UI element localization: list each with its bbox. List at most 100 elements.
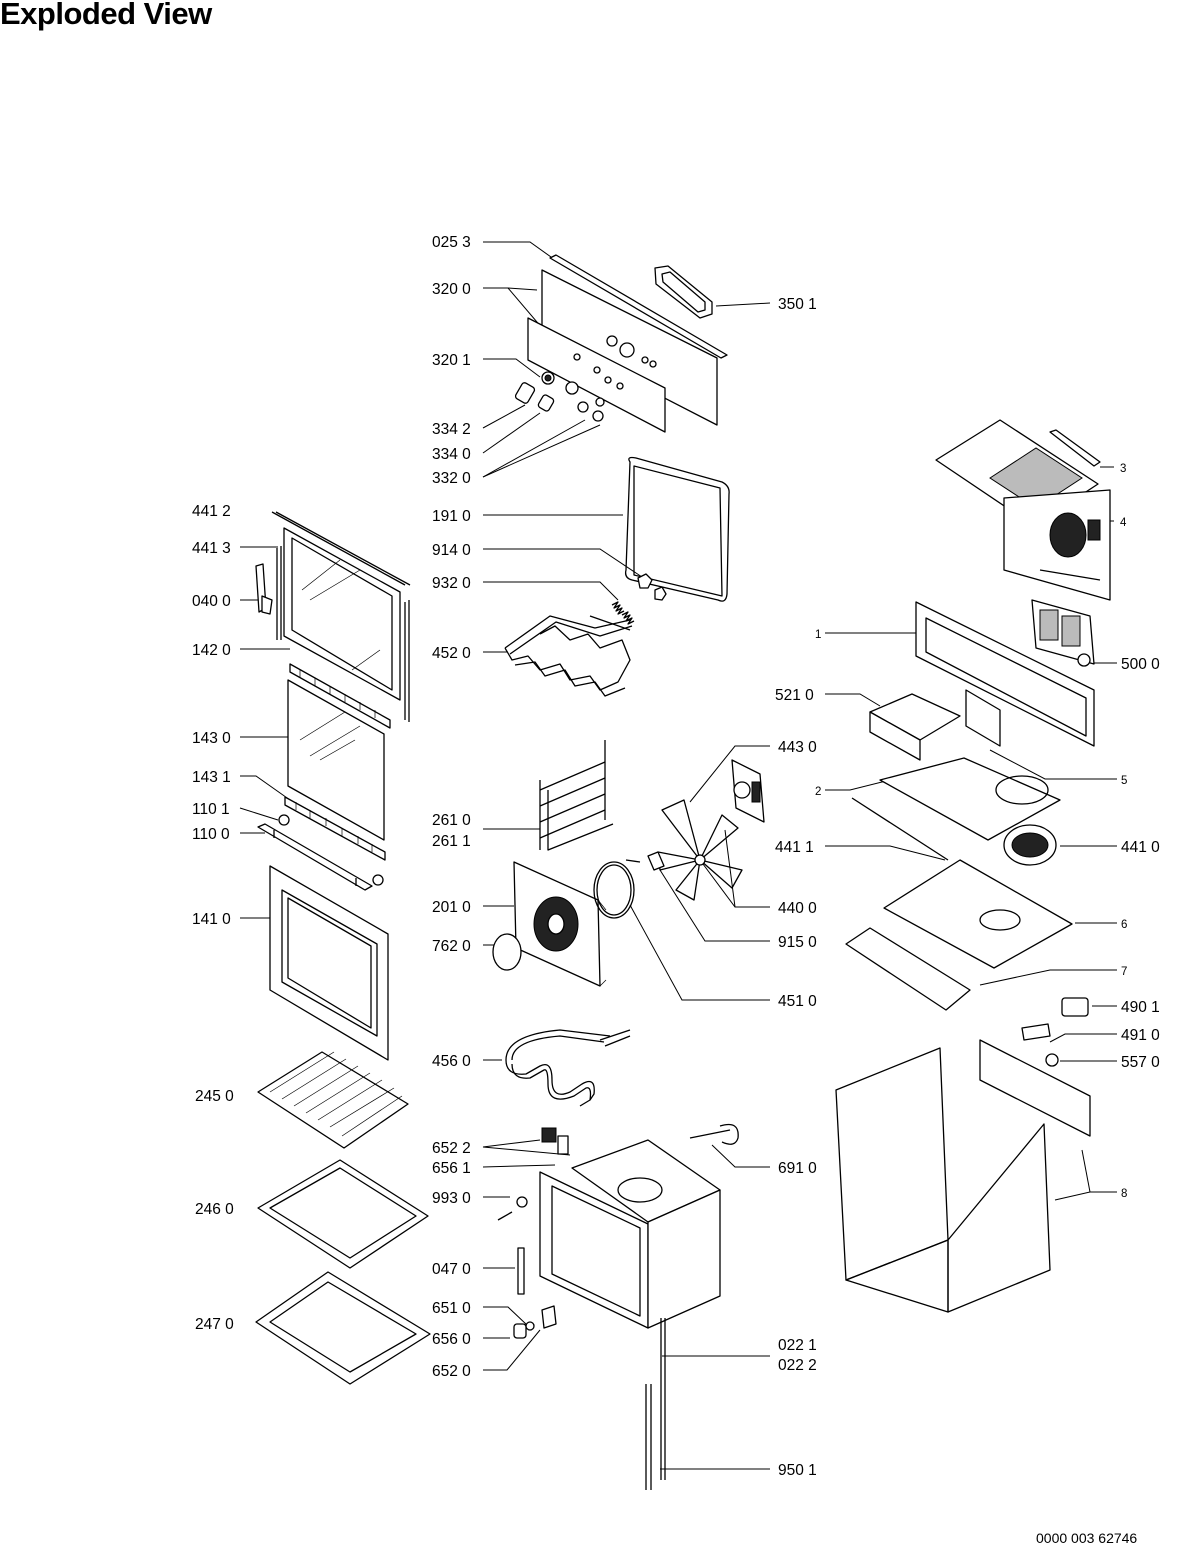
label-440-0: 440 0 — [778, 900, 817, 917]
part-047-0-bracket — [517, 1247, 525, 1295]
label-261-0: 261 0 — [432, 812, 471, 829]
label-914-0: 914 0 — [432, 542, 471, 559]
label-915-0: 915 0 — [778, 934, 817, 951]
label-441-0: 441 0 — [1121, 839, 1160, 856]
part-201-0-fan-cover — [513, 861, 607, 987]
label-141-0: 141 0 — [192, 911, 231, 928]
label-247-0: 247 0 — [195, 1316, 234, 1333]
label-932-0: 932 0 — [432, 575, 471, 592]
label-047-0: 047 0 — [432, 1261, 471, 1278]
part-993-0-screw — [497, 1196, 528, 1221]
part-141-0-outer-door — [269, 865, 389, 1061]
part-261-0-side-rack — [539, 740, 614, 851]
part-441-1-seal — [851, 797, 949, 861]
part-025-3-trim-strip — [549, 254, 728, 359]
part-110-1-washer — [278, 814, 384, 886]
label-500-0: 500 0 — [1121, 656, 1160, 673]
label-443-0: 443 0 — [778, 739, 817, 756]
label-110-0: 110 0 — [192, 826, 230, 843]
label-142-0: 142 0 — [192, 642, 231, 659]
label-490-1: 490 1 — [1121, 999, 1160, 1016]
label-025-3: 025 3 — [432, 234, 471, 251]
label-4: 4 — [1120, 517, 1127, 529]
label-452-0: 452 0 — [432, 645, 471, 662]
label-3: 3 — [1120, 463, 1126, 475]
part-762-0-plate — [492, 933, 522, 971]
part-652-2-thermostat — [541, 1127, 569, 1155]
label-652-2: 652 2 — [432, 1140, 471, 1157]
part-490-1-switch — [1061, 997, 1089, 1017]
page-title: Exploded View — [0, 0, 212, 31]
label-5: 5 — [1121, 775, 1127, 787]
label-656-0: 656 0 — [432, 1331, 471, 1348]
label-456-0: 456 0 — [432, 1053, 471, 1070]
label-040-0: 040 0 — [192, 593, 231, 610]
label-201-0: 201 0 — [432, 899, 471, 916]
label-022-2: 022 2 — [778, 1357, 817, 1374]
label-143-0: 143 0 — [192, 730, 231, 747]
part-022-1-rod — [660, 1318, 666, 1480]
label-762-0: 762 0 — [432, 938, 471, 955]
document-number: 0000 003 62746 — [1036, 1530, 1138, 1546]
label-7: 7 — [1121, 966, 1127, 978]
part-441-0-fan-motor — [1003, 824, 1057, 866]
part-914-0-nut — [637, 573, 667, 601]
part-320-1-bezel — [541, 371, 555, 385]
part-521-0-bracket — [869, 693, 961, 761]
part-110-0-handle — [257, 823, 373, 891]
part-443-0-fan-motor — [731, 759, 765, 823]
label-022-1: 022 1 — [778, 1337, 817, 1354]
part-246-0-baking-tray — [257, 1159, 429, 1269]
leader-lines — [239, 241, 1117, 1470]
part-7-base-plate — [845, 927, 971, 1011]
part-950-1-strip — [645, 1384, 652, 1490]
label-2: 2 — [815, 786, 821, 798]
label-334-2: 334 2 — [432, 421, 471, 438]
label-441-1: 441 1 — [775, 839, 814, 856]
part-245-0-wire-shelf — [257, 1051, 409, 1149]
label-557-0: 557 0 — [1121, 1054, 1160, 1071]
part-500-0-module — [1031, 599, 1095, 667]
part-451-0-ring-element — [593, 861, 635, 919]
label-451-0: 451 0 — [778, 993, 817, 1010]
part-1-control-frame — [915, 601, 1095, 747]
part-5-plate — [965, 689, 1001, 747]
label-656-1: 656 1 — [432, 1160, 471, 1177]
part-440-0-fan-blade — [657, 799, 743, 901]
label-491-0: 491 0 — [1121, 1027, 1160, 1044]
part-320-0-control-panel — [527, 269, 718, 433]
part-350-1-display-frame — [654, 265, 713, 319]
label-143-1: 143 1 — [192, 769, 231, 786]
label-521-0: 521 0 — [775, 687, 814, 704]
label-245-0: 245 0 — [195, 1088, 234, 1105]
label-334-0: 334 0 — [432, 446, 471, 463]
part-143-1-rail — [284, 796, 386, 861]
part-191-0-gasket — [624, 456, 730, 602]
part-6-bottom-plate — [883, 859, 1073, 969]
part-441-3-side-strip — [276, 546, 410, 722]
part-691-0-probe — [689, 1123, 739, 1145]
label-950-1: 950 1 — [778, 1462, 817, 1479]
part-2-shelf-plate — [879, 757, 1061, 841]
part-334-knobs — [514, 381, 605, 422]
labels: 025 3 320 0 350 1 320 1 334 2 334 0 332 … — [192, 234, 1160, 1479]
part-4-back-frame — [1003, 489, 1111, 601]
label-261-1: 261 1 — [432, 833, 471, 850]
part-456-0-bottom-element — [505, 1029, 631, 1107]
label-652-0: 652 0 — [432, 1363, 471, 1380]
label-441-2: 441 2 — [192, 503, 231, 520]
part-143-0-glass-pane — [287, 679, 385, 841]
label-110-1: 110 1 — [192, 801, 230, 818]
part-651-0-lamp — [513, 1305, 557, 1339]
label-6: 6 — [1121, 919, 1127, 931]
part-142-0-inner-door — [283, 527, 401, 701]
part-040-0-hinge — [255, 563, 273, 615]
part-491-0-switch — [1021, 1023, 1051, 1041]
label-320-0: 320 0 — [432, 281, 471, 298]
label-651-0: 651 0 — [432, 1300, 471, 1317]
label-993-0: 993 0 — [432, 1190, 471, 1207]
part-932-0-spring — [611, 601, 635, 625]
label-332-0: 332 0 — [432, 470, 471, 487]
part-oven-cavity — [539, 1139, 721, 1329]
label-8: 8 — [1121, 1188, 1127, 1200]
